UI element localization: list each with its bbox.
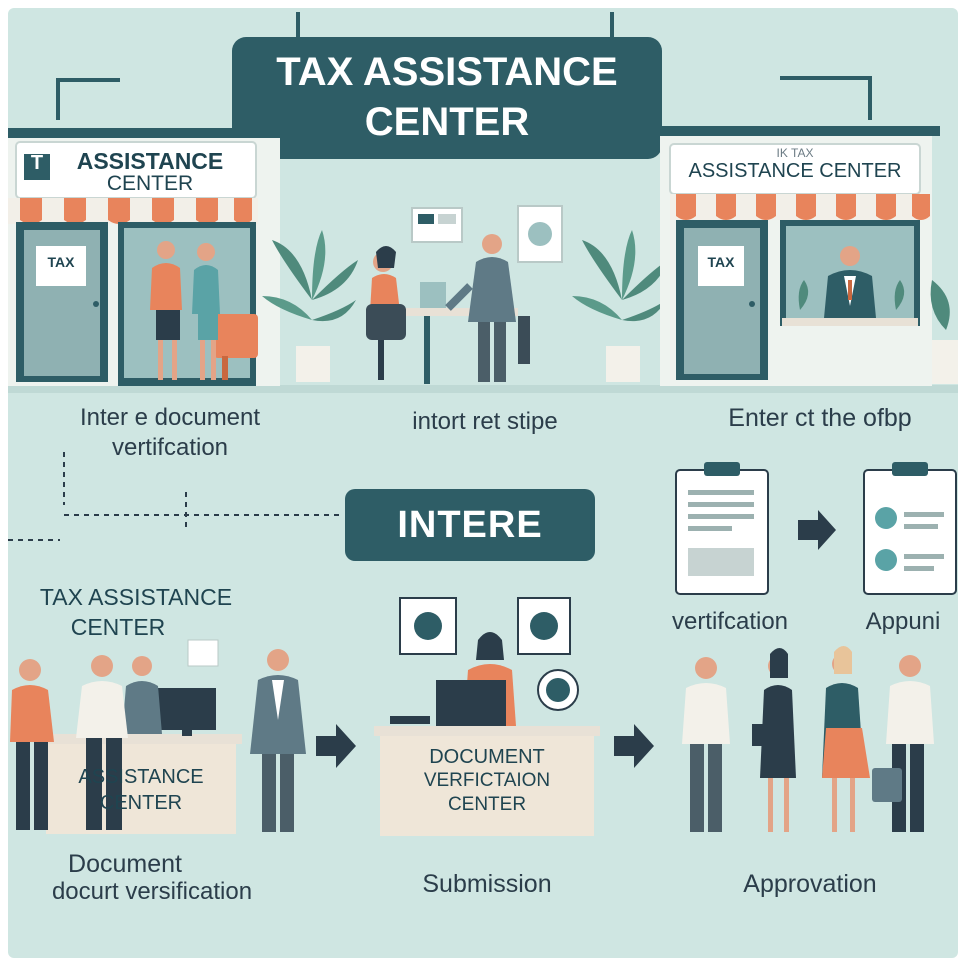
caption-top-middle: intort ret stipe [412,408,558,435]
counter-middle-line1: DOCUMENT [429,746,545,768]
counter-left-desk-line1: ASSISTANCE [78,766,204,788]
counter-left-title-line2: CENTER [70,614,166,640]
caption-bottom-left-line1: Document [68,850,182,878]
caption-bottom-right: Approvation [743,870,877,898]
bottom-middle-counter [374,597,600,836]
left-shop [8,128,288,386]
caption-top-left-line2: vertifcation [111,434,229,461]
middle-top-scene [262,205,668,384]
right-shop [650,126,958,386]
label-verification: vertifcation [671,608,789,635]
center-label-box [345,489,595,561]
door-sign-right: TAX [707,254,735,270]
left-awning [8,198,258,224]
plant-left [262,230,358,382]
left-sign-logo: T [30,152,44,174]
door-sign-left: TAX [47,254,75,270]
title-banner [232,37,662,159]
plant-right [572,230,668,382]
right-sign-main: ASSISTANCE CENTER [688,160,902,182]
right-awning [670,194,930,220]
label-appoint: Appuni [865,608,941,635]
counter-middle-line3: CENTER [447,794,527,815]
banner-title-line2: CENTER [364,100,530,144]
bottom-left-counter [10,639,306,834]
left-sign-line2: CENTER [106,172,194,195]
counter-left-title-line1: TAX ASSISTANCE [39,584,233,610]
right-sign-small: IK TAX [776,146,814,160]
caption-top-left-line1: Inter e document [79,404,261,431]
bottom-right-people [682,646,934,832]
caption-bottom-left-line2: docurt versification [51,878,253,905]
clipboards [675,462,957,595]
caption-bottom-middle: Submission [422,870,552,898]
center-label: INTERE [397,504,543,546]
caption-top-right: Enter ct the ofbp [728,404,912,432]
counter-middle-line2: VERFICTAION [423,770,551,791]
counter-left-desk-line2: CENTER [99,792,183,814]
banner-title-line1: TAX ASSISTANCE [276,50,618,94]
left-sign-line1: ASSISTANCE [76,148,224,174]
